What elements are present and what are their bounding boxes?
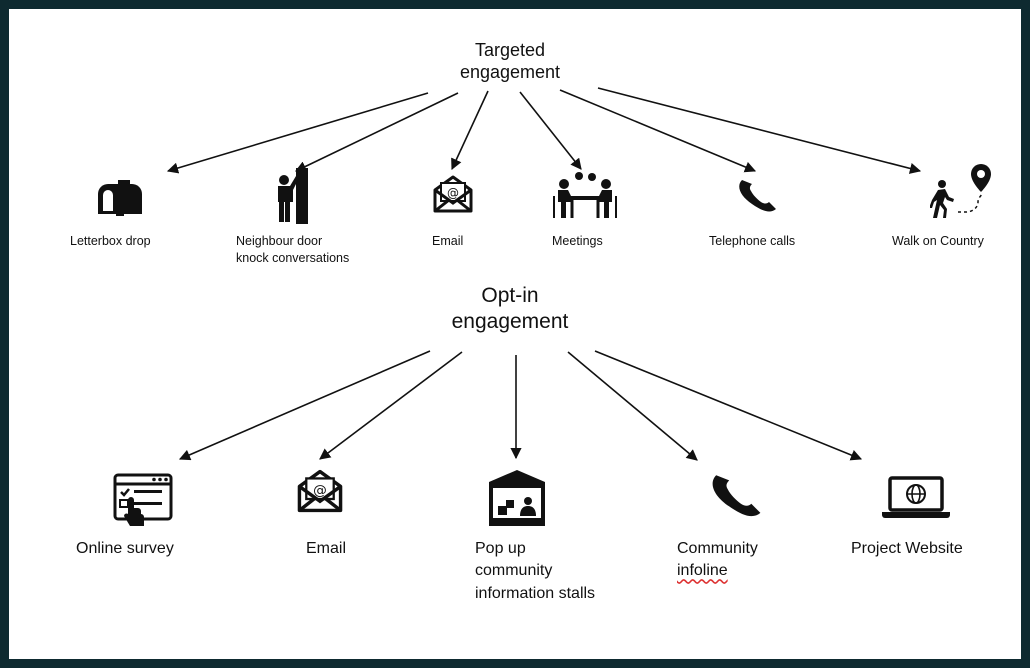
arrow-optin-email — [319, 351, 463, 460]
hub-line: engagement — [451, 310, 569, 334]
hub-line: Opt-in — [481, 284, 539, 307]
arrow-optin-survey — [178, 350, 431, 461]
label-project-website: Project Website — [851, 540, 963, 557]
arrow-targeted-meetings — [519, 91, 582, 170]
popup-stall-icon — [489, 470, 545, 526]
arrow-targeted-telephone — [559, 89, 757, 173]
hub-line: Targeted — [474, 40, 546, 60]
label-line: community — [475, 562, 553, 580]
label-line: information stalls — [475, 584, 596, 602]
arrow-targeted-walk — [597, 87, 922, 174]
laptop-globe-icon — [882, 476, 950, 518]
label-email: Email — [432, 234, 464, 248]
arrow-targeted-doorknock — [294, 92, 459, 172]
email-icon: @ — [433, 175, 473, 213]
phone-icon — [712, 475, 761, 517]
label-email-optin: Email — [306, 540, 347, 557]
hub-line: engagement — [459, 61, 561, 82]
label-line: Neighbour door — [236, 234, 323, 248]
diagram-canvas — [9, 9, 1021, 659]
targeted-engagement-title: Targeted engagement — [420, 40, 600, 83]
label-telephone-calls: Telephone calls — [709, 234, 796, 248]
label-community-infoline: Community infoline — [677, 538, 758, 583]
arrow-optin-infoline — [567, 351, 698, 461]
phone-icon — [739, 180, 776, 212]
arrow-targeted-letterbox — [166, 92, 429, 174]
svg-text:@: @ — [447, 186, 459, 200]
label-online-survey: Online survey — [76, 540, 174, 557]
arrow-optin-website — [594, 350, 863, 461]
email-icon: @ — [297, 469, 343, 513]
label-popup-stalls: Pop up community information stalls — [475, 538, 595, 605]
door-knock-icon — [278, 168, 308, 224]
label-letterbox-drop: Letterbox drop — [70, 234, 151, 248]
label-meetings: Meetings — [552, 234, 603, 248]
meeting-icon — [553, 172, 617, 218]
label-line: Community — [677, 540, 758, 557]
label-line: infoline — [677, 562, 728, 580]
label-line: knock conversations — [236, 250, 350, 265]
svg-text:@: @ — [313, 482, 327, 498]
label-door-knock: Neighbour door knock conversations — [236, 233, 349, 267]
optin-engagement-title: Opt-in engagement — [410, 283, 610, 336]
mailbox-icon — [98, 180, 142, 216]
label-line: Pop up — [475, 540, 526, 557]
arrow-targeted-email — [451, 90, 489, 171]
walk-location-icon — [930, 164, 991, 218]
online-survey-icon — [113, 473, 173, 526]
label-walk-on-country: Walk on Country — [892, 234, 984, 248]
